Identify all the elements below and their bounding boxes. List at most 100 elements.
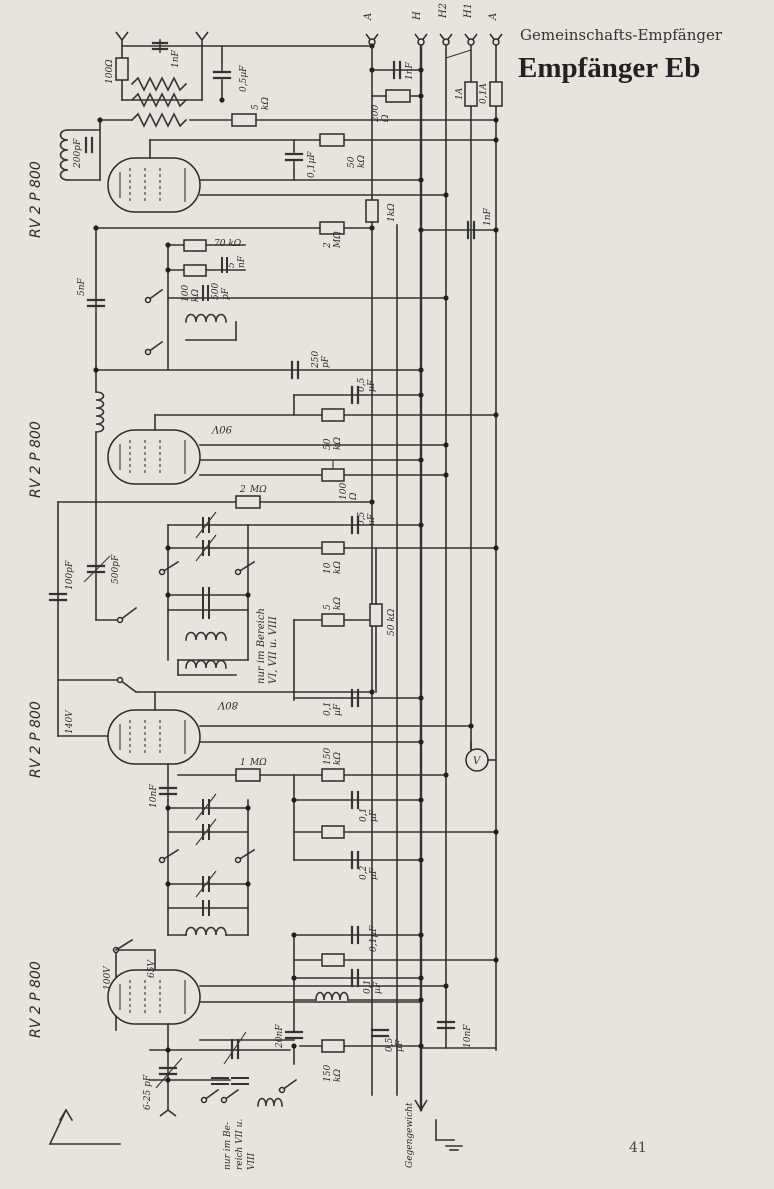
tube-1-stage: 200pF RV 2 P 800 0,1µF 50 kΩ 1kΩ 1nF — [28, 119, 497, 240]
svg-text:kΩ: kΩ — [261, 97, 271, 110]
svg-text:10nF: 10nF — [149, 784, 159, 808]
svg-text:5: 5 — [227, 262, 237, 268]
intermediate-tuning-block: 100pF 500pF 0,5 µF — [48, 501, 497, 737]
svg-text:50 kΩ: 50 kΩ — [387, 608, 397, 636]
svg-text:0,1A: 0,1A — [479, 83, 489, 104]
svg-text:kΩ: kΩ — [333, 561, 343, 574]
svg-text:kΩ: kΩ — [357, 155, 367, 168]
svg-text:pF: pF — [321, 355, 331, 368]
page-number: 41 — [629, 1140, 647, 1156]
antenna-coil — [257, 1097, 283, 1107]
input-antenna-section: 6-25 pF nur im Be- reich VII u. VIII Geg… — [48, 1049, 463, 1170]
svg-text:kΩ: kΩ — [333, 597, 343, 610]
heater-switch[interactable] — [445, 49, 472, 59]
resistor-50k-2 — [321, 408, 345, 422]
svg-text:Ω: Ω — [381, 114, 391, 123]
page-title: Empfänger Eb — [518, 52, 701, 84]
resistor-200-ohm — [385, 89, 411, 103]
svg-text:H: H — [412, 11, 423, 21]
tuning-coil-2 — [185, 631, 227, 641]
svg-text:µF: µF — [333, 703, 343, 716]
terminal-h[interactable]: H — [412, 11, 428, 46]
svg-text:10nF: 10nF — [463, 1024, 473, 1048]
svg-text:5nF: 5nF — [77, 277, 87, 296]
resistor-1m — [235, 768, 261, 782]
resistor-100k — [183, 264, 207, 277]
antenna-jack-icon[interactable] — [159, 1109, 177, 1117]
potentiometer-100-ohm[interactable] — [321, 468, 345, 482]
svg-text:H1: H1 — [463, 3, 474, 19]
svg-text:100pF: 100pF — [65, 560, 75, 590]
supply-buses — [371, 40, 497, 1112]
resistor-100-ohm — [115, 57, 129, 81]
tube-1-envelope — [107, 157, 201, 213]
svg-text:Ω: Ω — [349, 492, 359, 501]
svg-text:5: 5 — [251, 104, 261, 110]
svg-text:MΩ: MΩ — [333, 231, 343, 249]
svg-text:V: V — [473, 756, 482, 767]
detector-tuning-block: 2 MΩ 5nF 70 kΩ 100 kΩ 5 nF 500 pF — [77, 221, 447, 380]
terminal-a-right[interactable]: A — [488, 13, 503, 46]
svg-text:µF: µF — [369, 809, 379, 822]
tube-3-envelope — [107, 709, 201, 765]
svg-text:0,1: 0,1 — [363, 980, 373, 994]
zigzag-resistor-bottom — [130, 112, 188, 128]
svg-text:80V: 80V — [216, 699, 238, 710]
svg-text:VI, VII u. VIII: VI, VII u. VIII — [268, 615, 279, 684]
svg-text:µF: µF — [367, 379, 377, 392]
antenna-arrow-icon — [48, 1108, 121, 1145]
svg-text:reich VII u.: reich VII u. — [235, 1119, 245, 1170]
svg-text:6-25 pF: 6-25 pF — [143, 1074, 153, 1110]
svg-text:VIII: VIII — [247, 1152, 257, 1170]
svg-text:RV 2 P 800: RV 2 P 800 — [28, 701, 44, 778]
svg-text:0,5µF: 0,5µF — [239, 65, 249, 92]
svg-text:kΩ: kΩ — [191, 289, 201, 302]
svg-text:100: 100 — [339, 483, 349, 500]
svg-text:140V: 140V — [65, 709, 75, 734]
input-jack-right-icon[interactable] — [195, 31, 209, 42]
screen-choke — [315, 991, 349, 1001]
svg-text:90V: 90V — [210, 423, 232, 434]
svg-text:MΩ: MΩ — [249, 758, 267, 768]
junction-dots — [93, 43, 499, 1083]
svg-text:nur im Be-: nur im Be- — [223, 1122, 233, 1170]
terminal-h2[interactable]: H2 — [438, 3, 453, 46]
svg-text:0,5: 0,5 — [357, 511, 367, 526]
svg-text:µF: µF — [367, 513, 377, 526]
potentiometer-50k[interactable] — [369, 603, 383, 627]
antenna-switch-2[interactable] — [118, 678, 138, 694]
resistor-unlabeled-2 — [321, 953, 345, 967]
svg-text:0,5: 0,5 — [385, 1037, 395, 1052]
svg-text:0,5: 0,5 — [357, 377, 367, 392]
anode-choke — [95, 391, 105, 433]
ground-jack-icon[interactable] — [414, 1099, 428, 1112]
svg-text:0,1µF: 0,1µF — [369, 925, 379, 952]
svg-text:65V: 65V — [147, 959, 157, 978]
terminal-h1[interactable]: H1 — [463, 3, 478, 46]
svg-text:Gegengewicht: Gegengewicht — [405, 1102, 415, 1168]
resistor-1k — [365, 199, 379, 223]
header-subtitle: Gemeinschafts-Empfänger — [520, 26, 723, 44]
input-jack-left-icon[interactable] — [115, 31, 129, 42]
svg-text:RV 2 P 800: RV 2 P 800 — [28, 161, 44, 238]
svg-text:5: 5 — [323, 604, 333, 610]
antenna-switch-3[interactable] — [114, 938, 134, 952]
svg-text:250: 250 — [311, 351, 321, 369]
top-terminals: A H H2 H1 A — [363, 3, 503, 59]
terminal-a-left[interactable]: A — [363, 13, 379, 46]
tube-4-stage: 100V 65V RV 2 P 800 0,1 µF 20nF 0,5 µF 1… — [28, 938, 473, 1111]
svg-text:150: 150 — [323, 1065, 333, 1082]
tuning-coil-1 — [185, 313, 227, 323]
tuning-coil-4 — [185, 926, 227, 936]
resistor-70k — [183, 239, 207, 252]
svg-text:kΩ: kΩ — [333, 437, 343, 450]
resistor-5k — [231, 113, 257, 127]
resistor-150k-1 — [321, 768, 345, 782]
antenna-switch-1[interactable] — [118, 606, 138, 622]
svg-text:RV 2 P 800: RV 2 P 800 — [28, 961, 44, 1038]
svg-text:H2: H2 — [438, 3, 449, 19]
svg-text:200: 200 — [371, 105, 381, 123]
svg-text:1nF: 1nF — [483, 207, 493, 226]
svg-text:0,1µF: 0,1µF — [307, 151, 317, 178]
